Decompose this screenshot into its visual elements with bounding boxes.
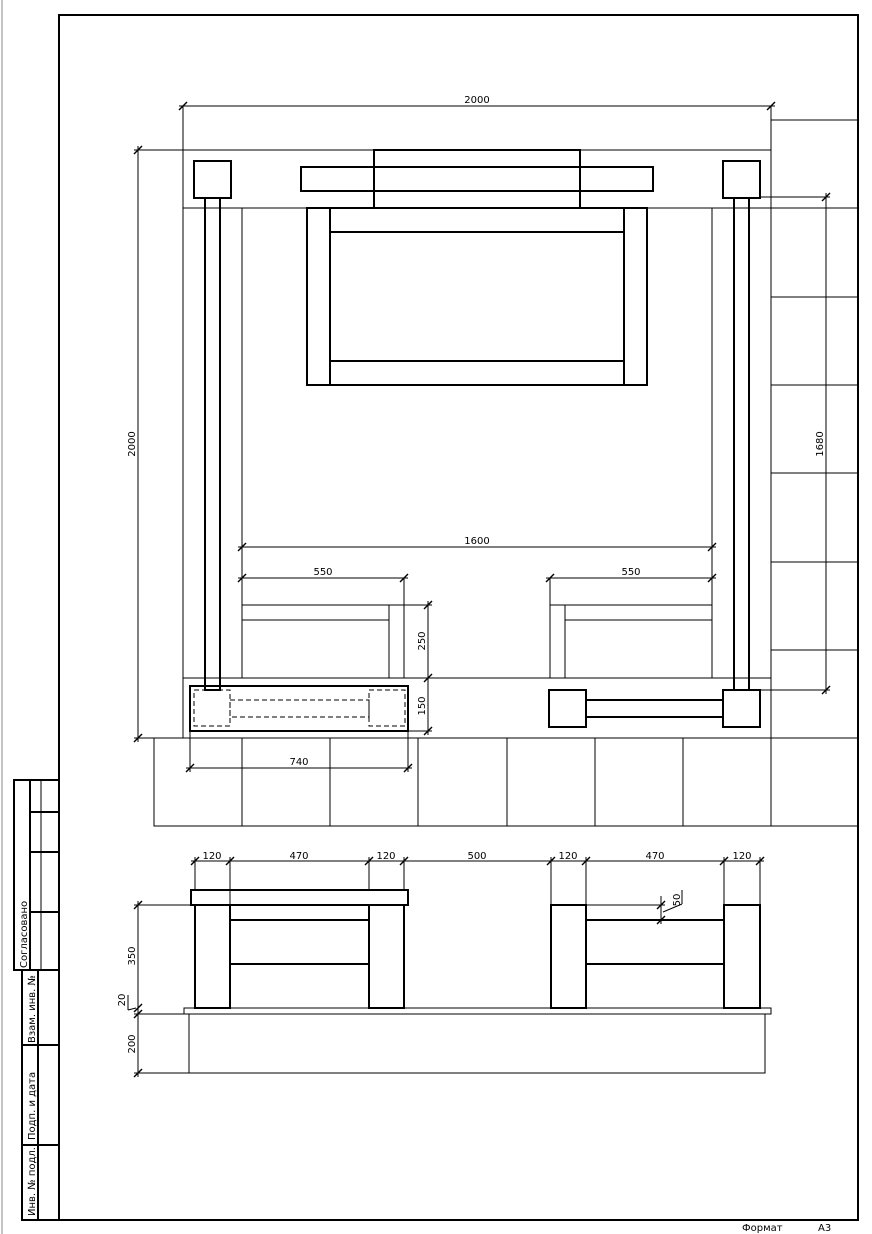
stamp-agreed: Согласовано bbox=[19, 901, 30, 968]
elevation-view: 120 470 120 500 120 470 120 350 20 200 5… bbox=[117, 851, 772, 1078]
drawing-frame bbox=[58, 14, 859, 1221]
side-stamp: Согласовано Взам. инв. № Подп. и дата Ин… bbox=[13, 779, 60, 1221]
dim-right-height: 1680 bbox=[815, 431, 826, 456]
dim-height: 350 bbox=[127, 946, 138, 965]
dim-gap: 500 bbox=[467, 851, 486, 862]
dim-table-len: 740 bbox=[289, 757, 308, 768]
dim-rail-offset: 50 bbox=[672, 894, 683, 907]
dim-step: 150 bbox=[417, 696, 428, 715]
dim-post-3: 120 bbox=[558, 851, 577, 862]
dim-base: 200 bbox=[127, 1034, 138, 1053]
benches bbox=[241, 604, 713, 679]
dim-bench-right: 550 bbox=[621, 567, 640, 578]
stamp-replaced-inv: Взам. инв. № bbox=[27, 975, 38, 1043]
dim-post-4: 120 bbox=[732, 851, 751, 862]
floor-tiles bbox=[153, 119, 859, 827]
plan-view: 2000 2000 1680 1600 550 550 250 150 740 bbox=[127, 95, 859, 827]
plan-dimension-lines bbox=[134, 105, 830, 772]
dim-inner-width: 1600 bbox=[464, 536, 489, 547]
dim-post-1: 120 bbox=[202, 851, 221, 862]
platform-outline bbox=[182, 149, 772, 739]
table-top bbox=[189, 685, 409, 732]
dim-rail-2: 470 bbox=[645, 851, 664, 862]
dim-width-total: 2000 bbox=[464, 95, 489, 106]
top-beam bbox=[373, 149, 581, 209]
format-value: А3 bbox=[818, 1223, 831, 1234]
dim-bench-left: 550 bbox=[313, 567, 332, 578]
stamp-orig-inv: Инв. № подл. bbox=[27, 1147, 38, 1216]
dim-height-total: 2000 bbox=[127, 431, 138, 456]
dim-deck: 20 bbox=[117, 994, 128, 1007]
canopy-frame bbox=[306, 207, 648, 386]
dim-bench-depth: 250 bbox=[417, 631, 428, 650]
stamp-sign-date: Подп. и дата bbox=[27, 1072, 38, 1140]
dim-post-2: 120 bbox=[376, 851, 395, 862]
format-label: Формат bbox=[742, 1223, 783, 1234]
dim-rail-1: 470 bbox=[289, 851, 308, 862]
posts bbox=[193, 160, 761, 728]
